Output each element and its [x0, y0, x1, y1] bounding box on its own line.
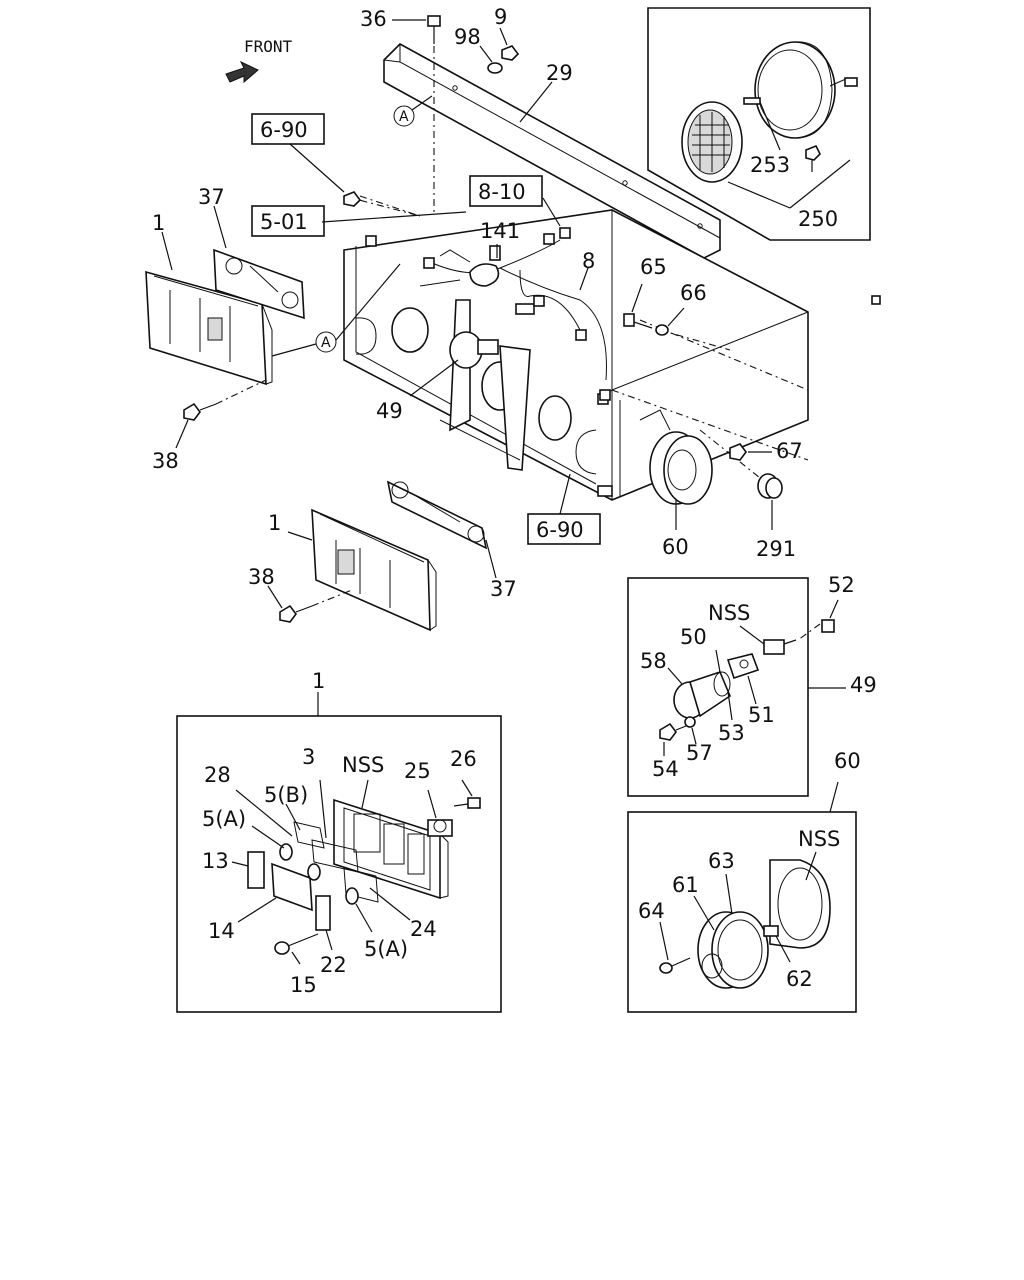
- front-lamp-1-mid: [311, 508, 437, 632]
- label-141: 141: [480, 219, 520, 243]
- label-25: 25: [404, 759, 431, 783]
- ref-6-90-top[interactable]: 6-90: [260, 118, 308, 142]
- label-52: 52: [828, 573, 855, 597]
- cab-front-panel: [343, 209, 881, 501]
- label-250: 250: [798, 207, 838, 231]
- label-67: 67: [776, 439, 803, 463]
- lamp-gasket-37-top: [213, 248, 305, 320]
- label-5a-1: 5(A): [202, 807, 246, 831]
- ref-5-01[interactable]: 5-01: [260, 210, 308, 234]
- label-50: 50: [680, 625, 707, 649]
- ref-6-90-bottom[interactable]: 6-90: [536, 518, 584, 542]
- label-65: 65: [640, 255, 667, 279]
- label-29: 29: [546, 61, 573, 85]
- label-38-top: 38: [152, 449, 179, 473]
- label-61: 61: [672, 873, 699, 897]
- front-arrow-icon: [225, 60, 259, 84]
- label-26: 26: [450, 747, 477, 771]
- bolt-38-top-icon: [183, 402, 217, 421]
- label-3: 3: [302, 745, 315, 769]
- detail-box-1: [176, 715, 502, 1013]
- screw-64-icon: [659, 957, 691, 974]
- label-57: 57: [686, 741, 713, 765]
- nut-67-icon: [729, 443, 747, 461]
- label-13: 13: [202, 849, 229, 873]
- label-66: 66: [680, 281, 707, 305]
- label-nss-60: NSS: [798, 827, 840, 851]
- clip-6-90-icon: [343, 191, 362, 207]
- label-62: 62: [786, 967, 813, 991]
- label-60-box: 60: [834, 749, 861, 773]
- label-22: 22: [320, 953, 347, 977]
- label-37-mid: 37: [490, 577, 517, 601]
- screw-26-icon: [453, 797, 481, 809]
- marker-a-top-label: A: [399, 109, 409, 125]
- label-nss-49: NSS: [708, 601, 750, 625]
- front-lamp-1-top: [145, 270, 273, 386]
- horn-60: [639, 409, 713, 505]
- label-24: 24: [410, 917, 437, 941]
- label-1-top: 1: [152, 211, 165, 235]
- marker-a-mid-label: A: [321, 335, 331, 351]
- label-51: 51: [748, 703, 775, 727]
- label-98: 98: [454, 25, 481, 49]
- work-lamp-250: [681, 41, 858, 183]
- label-54: 54: [652, 757, 679, 781]
- label-49: 49: [376, 399, 403, 423]
- label-38-mid: 38: [248, 565, 275, 589]
- wiring-harness-8: [423, 227, 611, 401]
- label-8: 8: [582, 249, 595, 273]
- label-64: 64: [638, 899, 665, 923]
- front-label: FRONT: [244, 37, 293, 56]
- marker-a-top: [393, 105, 415, 127]
- horn-assembly-60-detail: [697, 859, 831, 989]
- ref-box-8-10[interactable]: [469, 175, 543, 207]
- label-15: 15: [290, 973, 317, 997]
- label-58: 58: [640, 649, 667, 673]
- label-9: 9: [494, 5, 507, 29]
- lamp-assembly-49-detail: [659, 619, 835, 741]
- bolt-38-mid-icon: [279, 604, 313, 623]
- bolt-65-icon: [623, 313, 653, 329]
- washer-66-icon: [655, 324, 669, 336]
- label-5a-2: 5(A): [364, 937, 408, 961]
- label-14: 14: [208, 919, 235, 943]
- ref-8-10[interactable]: 8-10: [478, 180, 526, 204]
- label-49-box: 49: [850, 673, 877, 697]
- label-1-mid: 1: [268, 511, 281, 535]
- nut-9-icon: [501, 45, 520, 61]
- label-36: 36: [360, 7, 387, 31]
- label-1-detail: 1: [312, 669, 325, 693]
- marker-a-mid: [315, 331, 337, 353]
- screw-15-icon: [274, 933, 319, 955]
- lamp-49-mount: [439, 299, 531, 471]
- label-5b: 5(B): [264, 783, 308, 807]
- label-nss-1: NSS: [342, 753, 384, 777]
- label-291: 291: [756, 537, 796, 561]
- ref-box-5-01[interactable]: [251, 205, 325, 237]
- label-28: 28: [204, 763, 231, 787]
- bolt-36-icon: [427, 15, 441, 44]
- ref-box-6-90-top[interactable]: [251, 113, 325, 145]
- label-63: 63: [708, 849, 735, 873]
- bulb-socket-25-icon: [427, 819, 453, 837]
- lens-assembly-detail: [247, 821, 379, 931]
- grommet-291-icon: [757, 473, 783, 499]
- lamp-gasket-37-mid: [386, 480, 488, 550]
- label-53: 53: [718, 721, 745, 745]
- label-37-top: 37: [198, 185, 225, 209]
- inset-box-250: [647, 7, 871, 241]
- label-60: 60: [662, 535, 689, 559]
- detail-box-49: [627, 577, 809, 797]
- detail-box-60: [627, 811, 857, 1013]
- label-253: 253: [750, 153, 790, 177]
- ref-box-6-90-bottom[interactable]: [527, 513, 601, 545]
- washer-98-icon: [487, 62, 503, 74]
- lamp-housing-detail: [333, 798, 449, 900]
